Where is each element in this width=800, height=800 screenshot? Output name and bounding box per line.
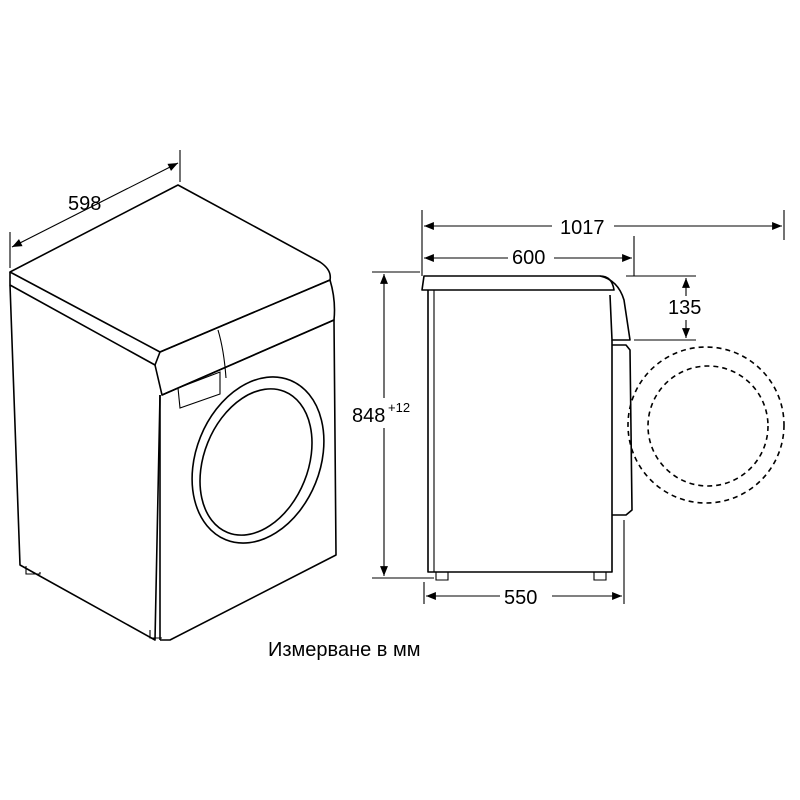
washer-side-view: 1017 600 135 848 +12 550 bbox=[350, 210, 785, 610]
dim-848-label-bg bbox=[350, 398, 418, 428]
door-swing-outer bbox=[627, 346, 785, 504]
washer-display bbox=[177, 371, 221, 409]
washer-door-outer bbox=[191, 376, 325, 544]
dim-848-label: 848 bbox=[352, 405, 385, 427]
door-swing-inner bbox=[647, 365, 769, 487]
washer-top-face bbox=[9, 184, 332, 353]
washer-top-edge bbox=[9, 272, 161, 366]
measurement-caption: Измерване в мм bbox=[268, 639, 420, 661]
foot-front bbox=[149, 630, 162, 639]
dim-848-tolerance: +12 bbox=[388, 400, 410, 415]
washer-door-inner bbox=[199, 388, 313, 536]
side-foot-rear bbox=[435, 572, 449, 581]
side-foot-front bbox=[593, 572, 607, 581]
dim-135-label: 135 bbox=[668, 297, 701, 319]
washer-front-face bbox=[160, 319, 337, 641]
dim-550-label-bg bbox=[500, 584, 552, 610]
panel-divider bbox=[217, 329, 227, 379]
dim-1017-label: 1017 bbox=[560, 217, 605, 239]
dim-600-label-bg bbox=[508, 244, 554, 270]
side-door-profile bbox=[612, 344, 633, 516]
washer-left-side bbox=[9, 284, 161, 641]
dim-550-label: 550 bbox=[504, 587, 537, 609]
side-top-board bbox=[421, 275, 615, 291]
dim-135-label-bg bbox=[666, 296, 706, 320]
washer-control-panel bbox=[154, 279, 336, 396]
dim-598-line bbox=[11, 162, 179, 248]
side-body bbox=[427, 290, 613, 573]
dim-1017-label-bg bbox=[552, 212, 614, 238]
side-front-lid bbox=[599, 275, 631, 341]
dim-598-label: 598 bbox=[68, 193, 101, 215]
dim-600-label: 600 bbox=[512, 247, 545, 269]
washer-isometric-view: 598 bbox=[9, 150, 337, 641]
foot-left bbox=[25, 566, 41, 575]
